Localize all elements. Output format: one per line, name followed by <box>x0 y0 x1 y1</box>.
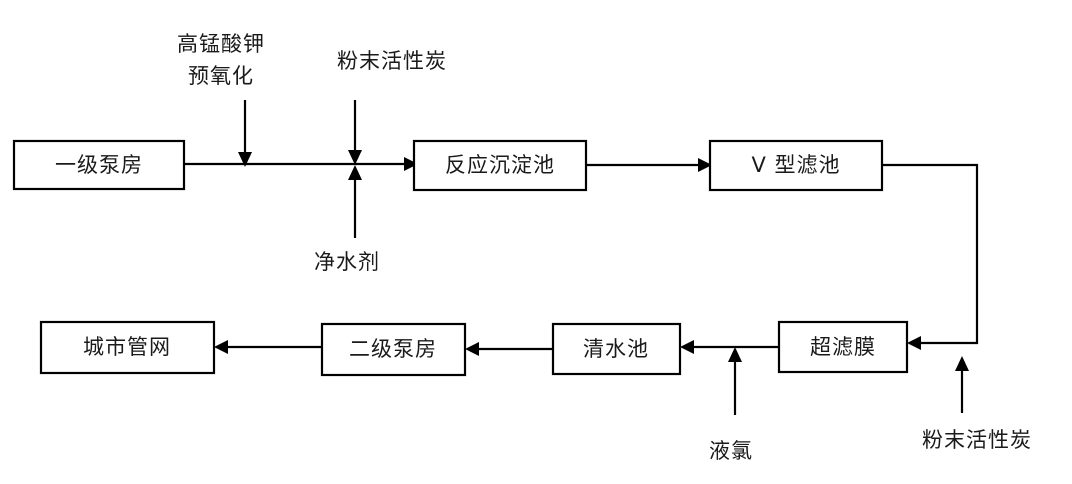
edge-secondary-pump-to-city-network <box>214 340 322 354</box>
node-primary-pump[interactable]: 一级泵房 <box>12 139 186 191</box>
edge-v-filter-to-ultrafiltration <box>882 163 979 350</box>
annotation-permanganate-preoxidation-line2: 预氧化 <box>188 64 254 88</box>
edge-reaction-tank-to-v-filter <box>586 158 712 172</box>
annotation-permanganate-preoxidation-line1: 高锰酸钾 <box>177 32 265 56</box>
node-city-pipe-network-label: 城市管网 <box>83 335 171 359</box>
edge-ultrafiltration-to-clear-water-tank <box>680 340 779 354</box>
node-secondary-pump-label: 二级泵房 <box>349 337 437 361</box>
annotation-powdered-activated-carbon-bottom: 粉末活性炭 <box>922 428 1032 452</box>
node-reaction-sedimentation-tank[interactable]: 反应沉淀池 <box>412 139 588 192</box>
node-ultrafiltration-membrane-label: 超滤膜 <box>810 335 876 359</box>
node-v-type-filter-label: V 型滤池 <box>751 153 840 177</box>
annotation-powdered-activated-carbon-top: 粉末活性炭 <box>337 49 447 73</box>
node-clear-water-tank[interactable]: 清水池 <box>551 322 682 376</box>
edge-permanganate-dosing <box>238 100 252 167</box>
node-city-pipe-network[interactable]: 城市管网 <box>39 320 216 375</box>
node-v-type-filter[interactable]: V 型滤池 <box>708 139 884 192</box>
edge-clear-water-tank-to-secondary-pump <box>465 342 553 356</box>
edge-primary-pump-to-reaction-tank <box>184 157 418 171</box>
node-reaction-sedimentation-tank-label: 反应沉淀池 <box>445 153 555 177</box>
edge-liquid-chlorine-dosing <box>728 347 742 415</box>
edge-activated-carbon-dosing-top <box>348 100 362 165</box>
annotation-liquid-chlorine: 液氯 <box>709 439 753 463</box>
annotation-water-purifying-agent: 净水剂 <box>314 250 380 274</box>
node-clear-water-tank-label: 清水池 <box>583 337 649 361</box>
node-secondary-pump[interactable]: 二级泵房 <box>320 322 467 377</box>
node-primary-pump-label: 一级泵房 <box>55 153 143 177</box>
node-ultrafiltration-membrane[interactable]: 超滤膜 <box>777 320 909 374</box>
edge-activated-carbon-dosing-bottom <box>955 356 969 413</box>
edge-water-purifying-agent-dosing <box>348 165 362 238</box>
annotation-permanganate-preoxidation: 高锰酸钾 预氧化 <box>177 32 265 88</box>
